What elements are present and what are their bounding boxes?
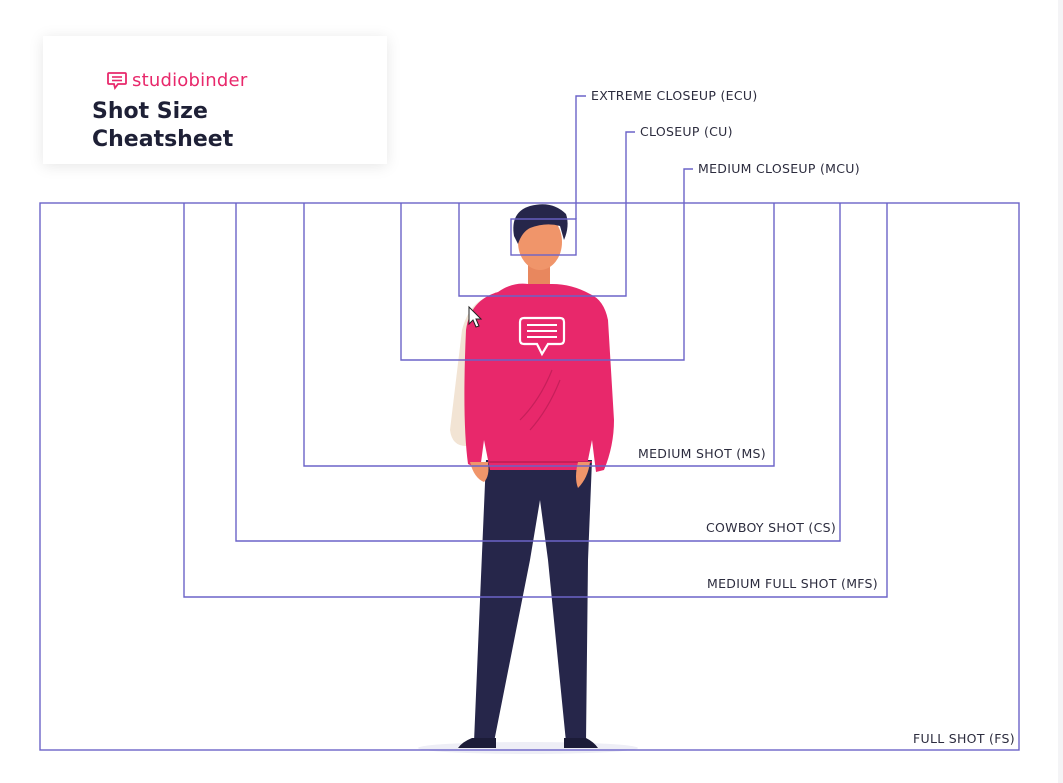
speech-bubble-icon xyxy=(107,72,127,91)
label-closeup: CLOSEUP (CU) xyxy=(640,124,733,139)
frame-extreme-closeup xyxy=(510,218,577,256)
right-edge-strip xyxy=(1058,0,1063,783)
right-hand xyxy=(576,462,590,488)
sweater xyxy=(464,283,614,472)
frame-cowboy-shot xyxy=(235,203,841,542)
leader-extreme-closeup xyxy=(575,95,586,219)
mouse-cursor-icon xyxy=(468,305,483,328)
label-extreme-closeup: EXTREME CLOSEUP (ECU) xyxy=(591,88,758,103)
label-full-shot: FULL SHOT (FS) xyxy=(913,731,1015,746)
chest-logo-icon xyxy=(518,316,566,357)
leader-closeup xyxy=(625,131,635,203)
label-medium-shot: MEDIUM SHOT (MS) xyxy=(638,446,766,461)
brand-logo: studiobinder xyxy=(106,70,280,92)
label-cowboy-shot: COWBOY SHOT (CS) xyxy=(706,520,836,535)
frame-closeup xyxy=(458,203,627,297)
page-title: Shot Size Cheatsheet xyxy=(92,99,234,152)
person-illustration xyxy=(418,204,638,754)
sweater-fold xyxy=(519,369,561,431)
label-medium-full-shot: MEDIUM FULL SHOT (MFS) xyxy=(707,576,878,591)
left-shoe xyxy=(458,738,496,748)
leader-medium-closeup xyxy=(683,168,693,203)
logo-card xyxy=(43,36,387,164)
frame-medium-closeup xyxy=(400,203,685,361)
frame-medium-shot xyxy=(303,203,775,467)
frame-medium-full-shot xyxy=(183,203,888,598)
label-medium-closeup: MEDIUM CLOSEUP (MCU) xyxy=(698,161,860,176)
pants xyxy=(474,460,592,742)
left-hand xyxy=(470,462,489,482)
brand-name: studiobinder xyxy=(132,70,248,91)
right-shoe xyxy=(564,738,598,748)
ground-shadow xyxy=(418,742,638,754)
neck xyxy=(528,264,550,290)
hair xyxy=(513,204,568,244)
frame-full-shot xyxy=(39,202,1020,751)
